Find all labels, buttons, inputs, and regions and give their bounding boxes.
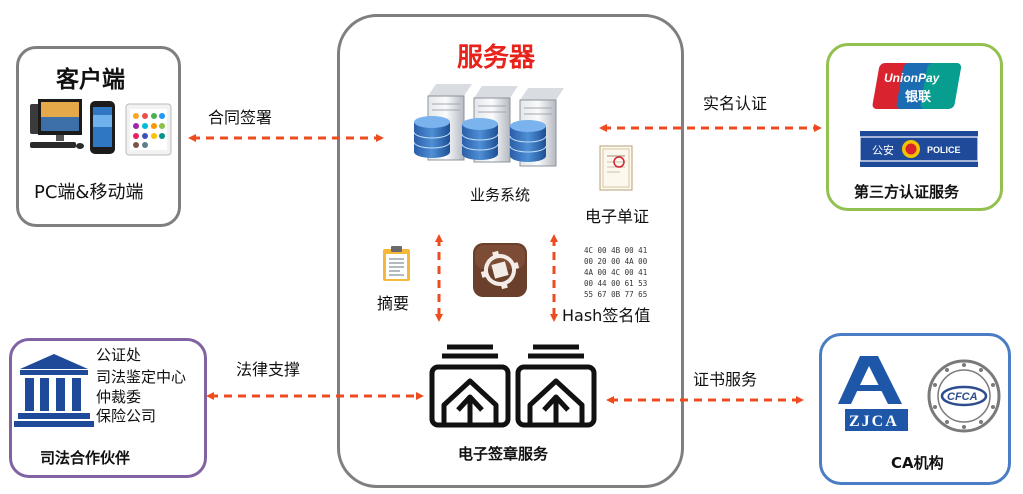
- unionpay-chinese-text: 银联: [905, 89, 931, 105]
- unionpay-text: UnionPay: [884, 71, 941, 85]
- e-seal-service-label: 电子签章服务: [458, 445, 549, 463]
- server-cluster-icon: [413, 84, 564, 167]
- smartphone-icon: [90, 101, 115, 154]
- desktop-pc-icon: [30, 99, 84, 149]
- e-seal-icon: [515, 344, 597, 428]
- judicial-item-notary: 公证处: [96, 346, 142, 364]
- package-app-icon: [473, 243, 527, 297]
- database-icon: [413, 116, 451, 158]
- court-building-icon: [14, 354, 94, 427]
- third-party-title: 第三方认证服务: [854, 183, 960, 201]
- real-name-auth-label: 实名认证: [703, 94, 768, 113]
- hex-row: 4A 00 4C 00 41: [584, 268, 647, 277]
- e-certificate-label: 电子单证: [585, 207, 650, 226]
- clipboard-icon: [383, 246, 410, 281]
- hash-value-label: Hash签名值: [562, 306, 651, 325]
- zjca-logo: [838, 356, 908, 431]
- cfca-seal-logo: [927, 359, 1001, 433]
- database-icon: [509, 120, 547, 162]
- judicial-item-insurance: 保险公司: [96, 407, 157, 425]
- client-title: 客户端: [56, 67, 125, 93]
- hex-row: 00 44 00 61 53: [584, 279, 647, 288]
- tablet-icon: [125, 103, 172, 156]
- hex-row: 00 20 00 4A 00: [584, 257, 648, 266]
- business-system-label: 业务系统: [470, 186, 531, 204]
- cfca-text: CFCA: [947, 391, 978, 403]
- e-seal-icon: [429, 344, 511, 428]
- judicial-item-arbitration: 仲裁委: [96, 388, 142, 406]
- police-right-text: POLICE: [927, 145, 961, 155]
- digest-label: 摘要: [377, 294, 410, 313]
- zjca-text: ZJCA: [849, 413, 899, 430]
- judicial-title: 司法合作伙伴: [40, 449, 131, 467]
- unionpay-logo: [872, 63, 962, 109]
- certificate-service-label: 证书服务: [693, 370, 758, 389]
- hash-hex-dump: 4C 00 4B 00 41 00 20 00 4A 00 4A 00 4C 0…: [584, 246, 648, 299]
- contract-signing-label: 合同签署: [208, 108, 273, 127]
- ca-title: CA机构: [891, 454, 944, 472]
- police-badge-logo: [859, 131, 979, 167]
- police-left-text: 公安: [872, 143, 894, 157]
- certificate-document-icon: [599, 145, 633, 191]
- database-icon: [461, 118, 499, 160]
- legal-support-label: 法律支撑: [236, 360, 301, 379]
- client-subtitle: PC端&移动端: [34, 182, 144, 203]
- server-title: 服务器: [457, 43, 536, 73]
- judicial-item-forensic-center: 司法鉴定中心: [96, 368, 187, 386]
- hex-row: 55 67 0B 77 65: [584, 290, 647, 299]
- hex-row: 4C 00 4B 00 41: [584, 246, 647, 255]
